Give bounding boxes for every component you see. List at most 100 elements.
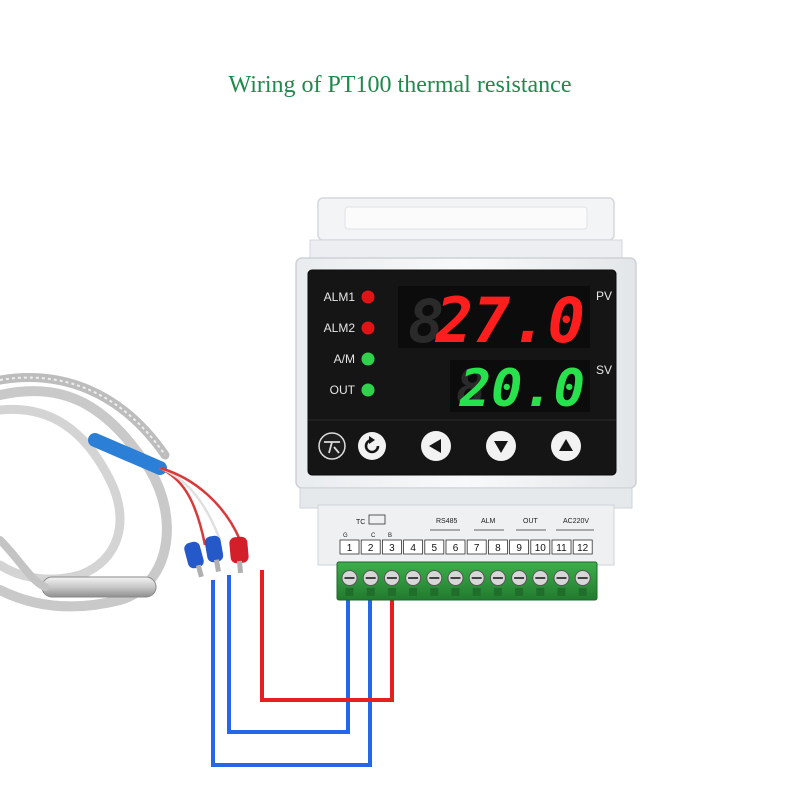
indicator-label: OUT [330, 383, 356, 397]
terminal-number-12: 12 [572, 539, 593, 555]
svg-text:12: 12 [577, 543, 589, 554]
terminal-number-2: 2 [360, 539, 381, 555]
down-button[interactable] [486, 431, 516, 461]
indicator-alm1: ALM1 [324, 290, 375, 304]
indicator-a-m: A/M [334, 352, 375, 366]
sub-label-c: C [371, 533, 376, 539]
sv-readout: 20.0 [459, 359, 585, 419]
refresh-icon [364, 436, 380, 454]
pv-label: PV [596, 289, 612, 303]
brand-logo-icon [324, 441, 340, 454]
indicator-led-icon [361, 352, 375, 366]
group-label-rs485: RS485 [436, 518, 458, 525]
terminal-screw-10 [532, 570, 549, 596]
terminal-number-10: 10 [530, 539, 551, 555]
arrow-down-icon [494, 441, 508, 453]
indicator-label: ALM2 [324, 321, 356, 335]
svg-text:3: 3 [389, 543, 395, 554]
arrow-up-icon [559, 439, 573, 451]
terminal-number-4: 4 [403, 539, 424, 555]
indicator-label: ALM1 [324, 290, 356, 304]
probe-tube [41, 576, 157, 598]
terminal-number-3: 3 [381, 539, 402, 555]
terminal-screw-1 [341, 570, 358, 596]
group-label-tc: TC [356, 519, 365, 526]
pv-readout: 27.0 [435, 284, 585, 357]
group-label-power: AC220V [563, 518, 589, 525]
terminal-screw-8 [489, 570, 506, 596]
terminal-screw-6 [447, 570, 464, 596]
group-label-out: OUT [523, 518, 539, 525]
svg-text:2: 2 [368, 543, 374, 554]
logo-button[interactable] [318, 432, 346, 460]
sub-label-g: G [343, 533, 348, 539]
ferrule-red [229, 536, 249, 574]
terminal-block [336, 561, 598, 601]
front-buttons [318, 431, 581, 461]
svg-text:10: 10 [535, 543, 547, 554]
lead-wire-red-2 [159, 466, 242, 541]
svg-text:6: 6 [453, 543, 459, 554]
up-button[interactable] [551, 431, 581, 461]
indicator-out: OUT [330, 383, 375, 397]
braid-texture [0, 376, 166, 456]
cycle-button[interactable] [358, 432, 386, 460]
indicator-alm2: ALM2 [324, 321, 375, 335]
terminal-screw-5 [426, 570, 443, 596]
indicator-led-icon [361, 383, 375, 397]
terminal-label-panel [317, 504, 615, 566]
wire-blue-to-terminal-1 [227, 575, 350, 734]
sv-ghost-digit: 8 [456, 359, 486, 417]
terminal-screws [341, 570, 591, 596]
terminal-block-body [336, 561, 598, 601]
terminal-number-7: 7 [466, 539, 487, 555]
sv-label: SV [596, 363, 612, 377]
braided-cable-loop-1 [0, 386, 172, 612]
indicator-led-icon [361, 290, 375, 304]
tc-resistor-symbol [368, 514, 386, 525]
terminal-legend: TC RS485 ALM OUT AC220V G C B [343, 514, 594, 539]
indicator-label: A/M [334, 352, 355, 366]
terminal-number-9: 9 [509, 539, 530, 555]
wiring-routes [211, 570, 394, 767]
sub-label-b: B [388, 533, 392, 539]
diagram-title: Wiring of PT100 thermal resistance [228, 72, 572, 98]
terminal-screw-7 [468, 570, 485, 596]
terminal-number-6: 6 [445, 539, 466, 555]
ferrule-blue-1 [184, 541, 204, 578]
svg-text:5: 5 [432, 543, 438, 554]
left-button[interactable] [421, 431, 451, 461]
pv-window [398, 286, 590, 348]
pt100-sensor [0, 373, 249, 612]
arrow-left-icon [429, 439, 441, 453]
display-panel: 8 27.0 PV 8 20.0 SV [307, 269, 617, 476]
terminal-number-8: 8 [487, 539, 508, 555]
braided-cable-loop-2 [0, 404, 125, 584]
terminal-screw-4 [405, 570, 422, 596]
sv-window [450, 360, 590, 412]
pv-ghost-digit: 8 [408, 287, 444, 357]
svg-text:1: 1 [347, 543, 353, 554]
terminal-number-11: 11 [551, 539, 572, 555]
wire-blue-to-terminal-2 [211, 580, 372, 767]
terminal-screw-11 [553, 570, 570, 596]
terminal-screw-12 [574, 570, 591, 596]
svg-text:7: 7 [474, 543, 480, 554]
sensor-sleeve [88, 433, 167, 475]
ferrule-blue-2 [204, 535, 224, 572]
wire-red-to-terminal-3 [260, 570, 394, 702]
group-label-alm: ALM [481, 518, 496, 525]
terminal-screw-3 [383, 570, 400, 596]
svg-text:8: 8 [495, 543, 501, 554]
indicator-led-icon [361, 321, 375, 335]
terminal-screw-2 [362, 570, 379, 596]
terminal-number-5: 5 [424, 539, 445, 555]
svg-text:9: 9 [516, 543, 522, 554]
housing-top-slot [344, 206, 588, 230]
terminal-screw-9 [511, 570, 528, 596]
terminal-number-1: 1 [339, 539, 360, 555]
probe-cable [0, 536, 49, 591]
